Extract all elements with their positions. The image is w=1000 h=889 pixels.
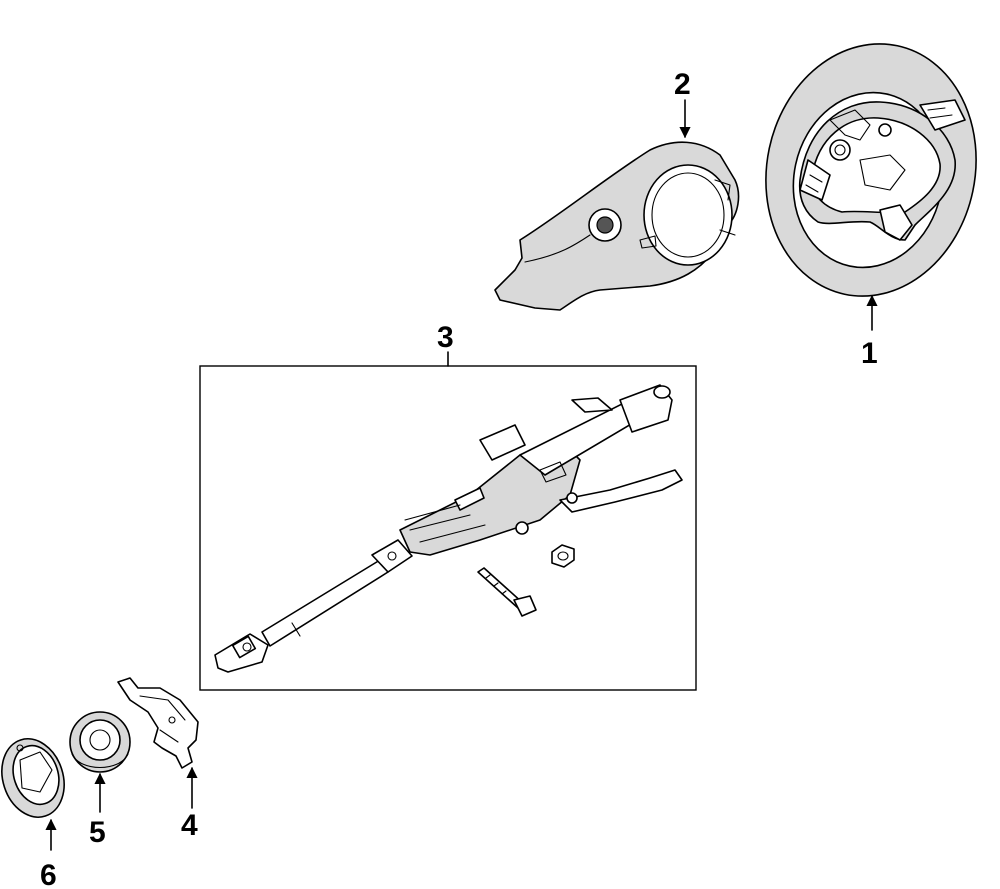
part-steering-wheel[interactable] bbox=[743, 24, 999, 316]
callout-3-label: 3 bbox=[437, 321, 454, 354]
part-bracket[interactable] bbox=[117, 677, 199, 769]
callout-1-label: 1 bbox=[861, 337, 878, 370]
part-steering-column[interactable] bbox=[214, 384, 683, 673]
part-cap[interactable] bbox=[0, 731, 74, 826]
callout-5-label: 5 bbox=[89, 816, 106, 849]
part-column-bolt[interactable] bbox=[477, 567, 537, 617]
callout-6-label: 6 bbox=[40, 859, 57, 889]
part-spacer[interactable] bbox=[69, 711, 131, 773]
part-column-cover[interactable] bbox=[494, 141, 740, 311]
callout-4-label: 4 bbox=[181, 809, 198, 842]
part-column-nut[interactable] bbox=[551, 544, 575, 568]
callout-2-label: 2 bbox=[674, 68, 691, 101]
